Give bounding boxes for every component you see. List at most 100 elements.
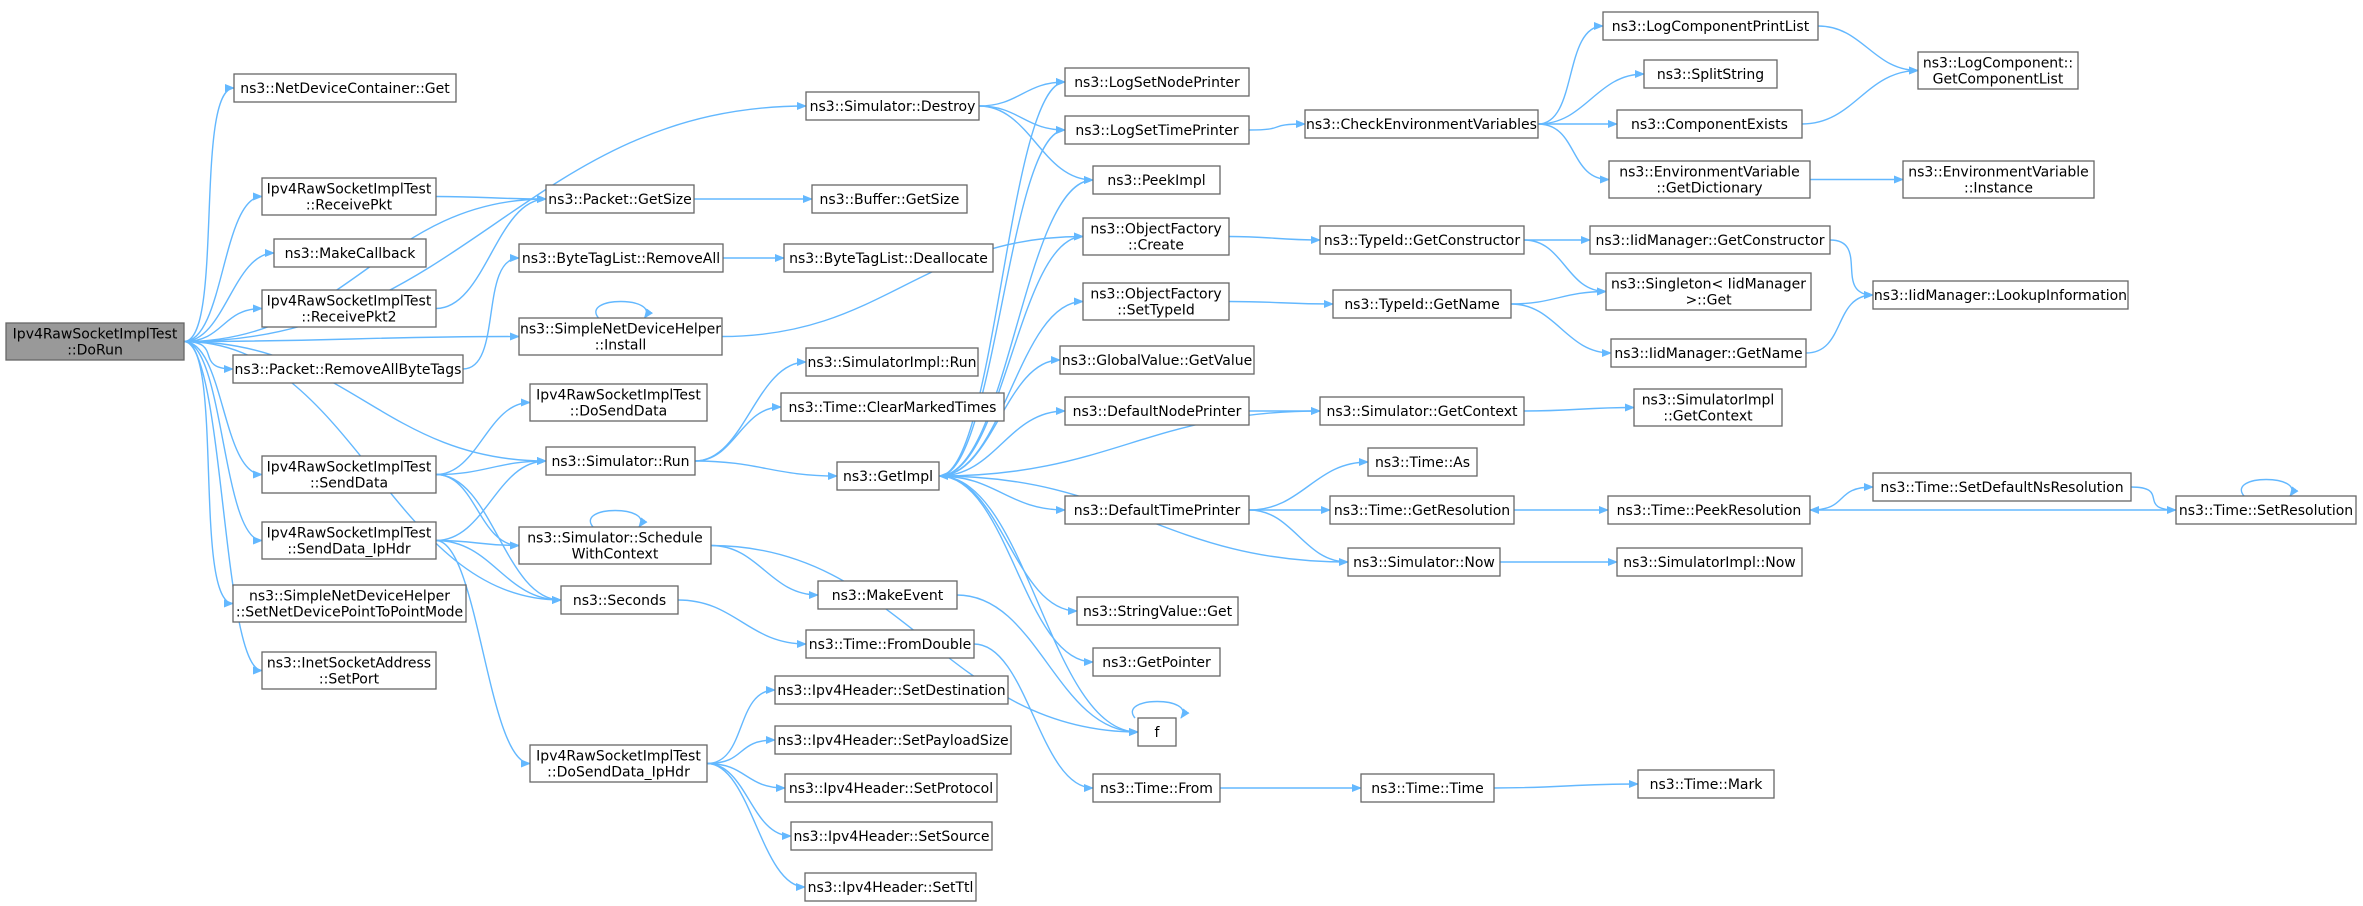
node-ns3-packet-removeallbytetags[interactable]: ns3::Packet::RemoveAllByteTags xyxy=(232,354,464,384)
node-ns3-logsetnodeprinter[interactable]: ns3::LogSetNodePrinter xyxy=(1064,67,1250,97)
node-ns3-iidmanager-getname[interactable]: ns3::IidManager::GetName xyxy=(1610,338,1807,368)
node-label: ns3::Time::Time xyxy=(1371,781,1483,797)
node-ns3-time-clearmarkedtimes[interactable]: ns3::Time::ClearMarkedTimes xyxy=(780,392,1005,422)
node-ns3-time-setresolution[interactable]: ns3::Time::SetResolution xyxy=(2175,495,2357,525)
node-label: ::Create xyxy=(1128,238,1184,254)
node-ipv4rawsocketimpltest-dorun[interactable]: Ipv4RawSocketImplTest::DoRun xyxy=(5,322,185,361)
node-ns3-splitstring[interactable]: ns3::SplitString xyxy=(1643,59,1778,89)
node-box xyxy=(261,289,437,328)
edge-n-destroy-to-n-peekimpl xyxy=(978,105,1094,184)
node-ns3-simulator-destroy[interactable]: ns3::Simulator::Destroy xyxy=(805,91,980,121)
node-box xyxy=(1872,472,2132,502)
node-ns3-defaultnodeprinter[interactable]: ns3::DefaultNodePrinter xyxy=(1064,396,1250,426)
node-ipv4rawsocketimpltest-receivepkt[interactable]: Ipv4RawSocketImplTest::ReceivePkt xyxy=(261,177,437,216)
node-box xyxy=(261,177,437,216)
node-ns3-time-fromdouble[interactable]: ns3::Time::FromDouble xyxy=(805,629,975,659)
node-ns3-defaulttimeprinter[interactable]: ns3::DefaultTimePrinter xyxy=(1064,495,1250,525)
node-ns3-environmentvariable-instance[interactable]: ns3::EnvironmentVariable::Instance xyxy=(1902,160,2095,199)
node-box xyxy=(1059,345,1255,375)
node-ns3-logcomponent-getcomponentlist[interactable]: ns3::LogComponent::GetComponentList xyxy=(1917,51,2079,90)
node-ns3-simulatorimpl-getcontext[interactable]: ns3::SimulatorImpl::GetContext xyxy=(1633,388,1783,427)
node-ns3-environmentvariable-getdictionary[interactable]: ns3::EnvironmentVariable::GetDictionary xyxy=(1608,160,1811,199)
node-label: ns3::Ipv4Header::SetProtocol xyxy=(789,781,993,797)
node-ns3-checkenvironmentvariables[interactable]: ns3::CheckEnvironmentVariables xyxy=(1304,109,1539,139)
node-ns3-peekimpl[interactable]: ns3::PeekImpl xyxy=(1092,165,1221,195)
edge-n-getname-to-n-singleton xyxy=(1510,287,1607,305)
node-box xyxy=(233,73,457,103)
node-ns3-simulatorimpl-now[interactable]: ns3::SimulatorImpl::Now xyxy=(1616,547,1803,577)
node-label: Ipv4RawSocketImplTest xyxy=(13,327,178,343)
edge-n-senddata-to-n-seconds xyxy=(435,473,562,604)
node-box xyxy=(774,725,1012,755)
node-ns3-seconds[interactable]: ns3::Seconds xyxy=(560,585,679,615)
node-ns3-simulator-now[interactable]: ns3::Simulator::Now xyxy=(1347,547,1501,577)
node-ns3-netdevicecontainer-get[interactable]: ns3::NetDeviceContainer::Get xyxy=(233,73,457,103)
node-ns3-time-mark[interactable]: ns3::Time::Mark xyxy=(1637,769,1775,799)
node-ns3-bytetaglist-removeall[interactable]: ns3::ByteTagList::RemoveAll xyxy=(518,243,724,273)
node-box xyxy=(1332,289,1512,319)
node-ns3-time-peekresolution[interactable]: ns3::Time::PeekResolution xyxy=(1607,495,1811,525)
node-label: ns3::NetDeviceContainer::Get xyxy=(240,81,450,97)
node-label: ns3::IidManager::GetName xyxy=(1614,346,1802,362)
node-ns3-simplenetdevicehelper-install[interactable]: ns3::SimpleNetDeviceHelper::Install xyxy=(518,317,723,356)
node-box xyxy=(1589,225,1831,255)
node-ipv4rawsocketimpltest-senddata-iphdr[interactable]: Ipv4RawSocketImplTest::SendData_IpHdr xyxy=(261,521,437,560)
edge-n-senddataip-to-n-dosendip xyxy=(435,539,531,768)
node-label: ns3::Time::As xyxy=(1375,455,1470,471)
edge-n-checkenv-to-n-envdict xyxy=(1537,123,1610,184)
node-ns3-time-as[interactable]: ns3::Time::As xyxy=(1367,447,1478,477)
node-ns3-logcomponentprintlist[interactable]: ns3::LogComponentPrintList xyxy=(1602,11,1819,41)
node-ns3-logsettimeprinter[interactable]: ns3::LogSetTimePrinter xyxy=(1064,115,1250,145)
node-box xyxy=(1643,59,1778,89)
node-ns3-time-time[interactable]: ns3::Time::Time xyxy=(1360,773,1495,803)
node-ns3-time-getresolution[interactable]: ns3::Time::GetResolution xyxy=(1329,495,1515,525)
node-ns3-iidmanager-getconstructor[interactable]: ns3::IidManager::GetConstructor xyxy=(1589,225,1831,255)
node-label: ns3::EnvironmentVariable xyxy=(1908,165,2089,181)
edge-n-getimpl-to-n-lognode xyxy=(938,78,1066,477)
node-box xyxy=(783,243,994,273)
node-ns3-simulator-getcontext[interactable]: ns3::Simulator::GetContext xyxy=(1319,396,1525,426)
node-ns3-objectfactory-create[interactable]: ns3::ObjectFactory::Create xyxy=(1082,217,1230,256)
edge-n-makeevent-to-n-f xyxy=(956,594,1139,736)
node-ns3-time-setdefaultnsresolution[interactable]: ns3::Time::SetDefaultNsResolution xyxy=(1872,472,2132,502)
node-ns3-ipv4header-setsource[interactable]: ns3::Ipv4Header::SetSource xyxy=(790,821,993,851)
node-ns3-getpointer[interactable]: ns3::GetPointer xyxy=(1092,647,1221,677)
node-box xyxy=(518,243,724,273)
node-label: ns3::Time::Mark xyxy=(1650,777,1764,793)
edge-n-dorun-to-n-setp2p xyxy=(183,340,234,608)
node-ipv4rawsocketimpltest-dosenddata[interactable]: Ipv4RawSocketImplTest::DoSendData xyxy=(529,383,708,422)
node-ns3-objectfactory-settypeid[interactable]: ns3::ObjectFactory::SetTypeId xyxy=(1082,282,1230,321)
node-ns3-simplenetdevicehelper-setnetdevicepointtopointmode[interactable]: ns3::SimpleNetDeviceHelper::SetNetDevice… xyxy=(232,584,467,623)
node-ns3-time-from[interactable]: ns3::Time::From xyxy=(1092,773,1221,803)
node-ns3-ipv4header-setprotocol[interactable]: ns3::Ipv4Header::SetProtocol xyxy=(784,773,998,803)
node-ns3-typeid-getname[interactable]: ns3::TypeId::GetName xyxy=(1332,289,1512,319)
edge-n-iidctor-to-n-lookup xyxy=(1829,239,1874,299)
edge-n-rmtags-to-n-btlrm xyxy=(462,254,520,370)
node-ns3-simulatorimpl-run[interactable]: ns3::SimulatorImpl::Run xyxy=(805,347,979,377)
node-ns3-bytetaglist-deallocate[interactable]: ns3::ByteTagList::Deallocate xyxy=(783,243,994,273)
node-ipv4rawsocketimpltest-receivepkt2[interactable]: Ipv4RawSocketImplTest::ReceivePkt2 xyxy=(261,289,437,328)
node-ns3-globalvalue-getvalue[interactable]: ns3::GlobalValue::GetValue xyxy=(1059,345,1255,375)
node-ipv4rawsocketimpltest-dosenddata-iphdr[interactable]: Ipv4RawSocketImplTest::DoSendData_IpHdr xyxy=(529,744,708,783)
node-f[interactable]: f xyxy=(1137,717,1177,747)
node-ns3-buffer-getsize[interactable]: ns3::Buffer::GetSize xyxy=(811,184,968,214)
node-ns3-iidmanager-lookupinformation[interactable]: ns3::IidManager::LookupInformation xyxy=(1872,280,2129,310)
node-ns3-ipv4header-setttl[interactable]: ns3::Ipv4Header::SetTtl xyxy=(804,872,977,902)
node-ipv4rawsocketimpltest-senddata[interactable]: Ipv4RawSocketImplTest::SendData xyxy=(261,455,437,494)
node-layer: Ipv4RawSocketImplTest::DoRun ns3::NetDevi… xyxy=(5,11,2357,902)
node-ns3-makecallback[interactable]: ns3::MakeCallback xyxy=(273,238,427,268)
node-ns3-getimpl[interactable]: ns3::GetImpl xyxy=(836,461,940,491)
node-ns3-typeid-getconstructor[interactable]: ns3::TypeId::GetConstructor xyxy=(1319,225,1525,255)
node-ns3-singleton-iidmanager-get[interactable]: ns3::Singleton< IidManager >::Get xyxy=(1605,272,1812,311)
node-ns3-simulator-run[interactable]: ns3::Simulator::Run xyxy=(545,446,696,476)
node-ns3-inetsocketaddress-setport[interactable]: ns3::InetSocketAddress::SetPort xyxy=(261,651,437,690)
node-ns3-ipv4header-setpayloadsize[interactable]: ns3::Ipv4Header::SetPayloadSize xyxy=(774,725,1012,755)
node-ns3-makeevent[interactable]: ns3::MakeEvent xyxy=(817,580,958,610)
node-ns3-stringvalue-get[interactable]: ns3::StringValue::Get xyxy=(1076,596,1239,626)
node-ns3-ipv4header-setdestination[interactable]: ns3::Ipv4Header::SetDestination xyxy=(774,675,1009,705)
node-ns3-packet-getsize[interactable]: ns3::Packet::GetSize xyxy=(545,184,695,214)
edge-n-schedctx-to-n-makeevent xyxy=(710,544,819,599)
node-ns3-componentexists[interactable]: ns3::ComponentExists xyxy=(1616,109,1803,139)
